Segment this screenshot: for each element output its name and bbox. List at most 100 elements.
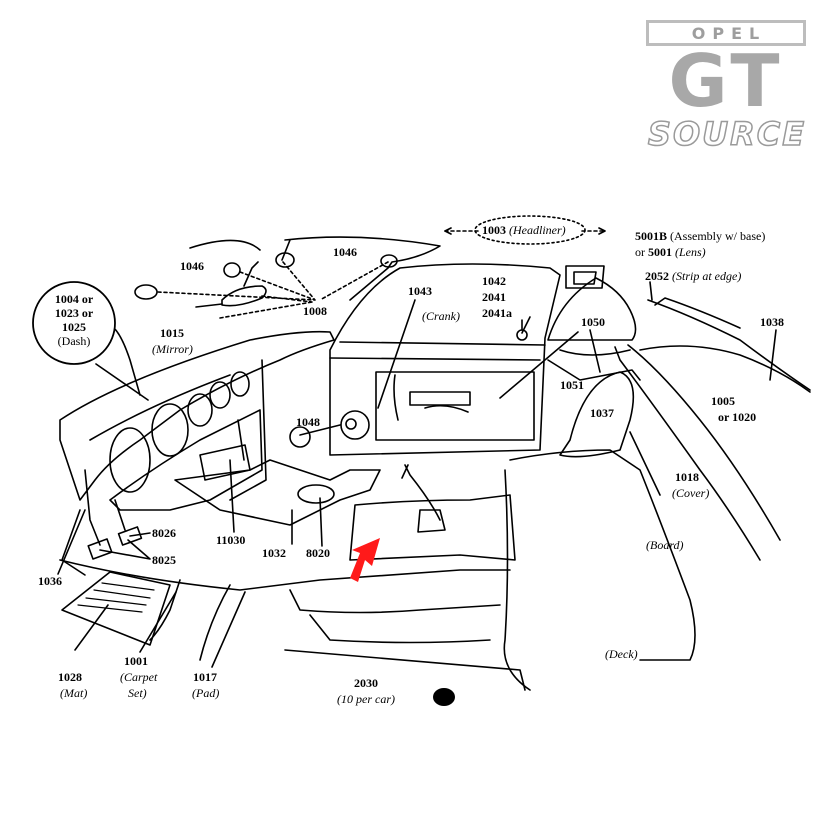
label-1008: 1008 xyxy=(303,304,327,318)
callout-text-run: or xyxy=(635,245,648,259)
seat xyxy=(559,371,635,458)
label-1005: 1005 xyxy=(711,394,735,408)
label-1028: 1028 xyxy=(58,670,82,684)
clip-dot-icon xyxy=(433,688,455,706)
callout-text-run: 1050 xyxy=(581,315,605,329)
callout-text-run: (Crank) xyxy=(422,309,460,323)
dash-line-2: 1023 or xyxy=(54,306,94,320)
callout-text-run: (10 per car) xyxy=(337,692,395,706)
callout-text-run: 1042 xyxy=(482,274,506,288)
callout-text-run: 8026 xyxy=(152,526,176,540)
label-2041a: 2041a xyxy=(482,306,512,320)
callout-text-run: 1003 xyxy=(482,223,506,237)
dash-outline xyxy=(59,330,335,501)
floor-mat xyxy=(61,571,171,646)
label-board: (Board) xyxy=(646,538,684,552)
label-1018: 1018 xyxy=(675,470,699,484)
label-crank: (Crank) xyxy=(422,309,460,323)
callout-text-run: 1046 xyxy=(333,245,357,259)
label-mirror: (Mirror) xyxy=(152,342,193,356)
label-1048: 1048 xyxy=(296,415,320,429)
dash-line-3: 1025 xyxy=(62,320,86,334)
opel-logo-box: OPEL xyxy=(646,20,806,46)
label-pad: (Pad) xyxy=(192,686,219,700)
callout-text-run: 1048 xyxy=(296,415,320,429)
callout-text-run: (Mirror) xyxy=(152,342,193,356)
label-1037: 1037 xyxy=(590,406,614,420)
mirror-shape xyxy=(221,261,267,307)
callout-text-run: 1046 xyxy=(180,259,204,273)
windshield-frame xyxy=(189,236,441,301)
callout-text-run: 2052 xyxy=(645,269,669,283)
dash-callout-circle xyxy=(32,281,116,365)
callout-text-run: 5001 xyxy=(648,245,672,259)
callout-text-run: 2041 xyxy=(482,290,506,304)
label-1015: 1015 xyxy=(160,326,184,340)
callout-text-run: 1017 xyxy=(193,670,217,684)
label-2030: 2030 xyxy=(354,676,378,690)
label-1046-left: 1046 xyxy=(180,259,204,273)
callout-text-run: (Cover) xyxy=(672,486,710,500)
label-11030: 11030 xyxy=(216,533,245,547)
label-1001: 1001 xyxy=(124,654,148,668)
shift-tunnel xyxy=(349,494,516,561)
callout-text-run: (Headliner) xyxy=(506,223,566,237)
callout-text-run: 1015 xyxy=(160,326,184,340)
callout-text-run: (Lens) xyxy=(672,245,706,259)
callout-text-run: 1036 xyxy=(38,574,62,588)
callout-text-run: (Carpet xyxy=(120,670,158,684)
label-8025: 8025 xyxy=(152,553,176,567)
door-panel xyxy=(329,263,561,456)
callout-text-run: (Pad) xyxy=(192,686,220,700)
label-mat: (Mat) xyxy=(60,686,87,700)
label-1038: 1038 xyxy=(760,315,784,329)
label-2052: 2052 (Strip at edge) xyxy=(645,269,741,283)
label-1046-right: 1046 xyxy=(333,245,357,259)
red-arrow-icon xyxy=(350,538,380,582)
label-deck: (Deck) xyxy=(605,647,638,661)
floor xyxy=(59,559,511,591)
label-2041: 2041 xyxy=(482,290,506,304)
dash-line-4: (Dash) xyxy=(57,334,91,348)
callout-text-run: 1043 xyxy=(408,284,432,298)
callout-text-run: Set) xyxy=(128,686,147,700)
callout-text-run: 1008 xyxy=(303,304,327,318)
callout-text-run: 8025 xyxy=(152,553,176,567)
source-logo-text: SOURCE xyxy=(647,115,807,153)
callout-text-run: 1051 xyxy=(560,378,584,392)
headliner-outline xyxy=(474,215,586,245)
callout-text-run: (Board) xyxy=(646,538,684,552)
label-10-per-car: (10 per car) xyxy=(337,692,395,706)
callout-text-run: 2030 xyxy=(354,676,378,690)
label-5001: or 5001 (Lens) xyxy=(635,245,706,259)
center-console xyxy=(174,459,381,526)
label-1043: 1043 xyxy=(408,284,432,298)
dash-callout-text: 1004 or 1023 or 1025 (Dash) xyxy=(40,292,108,348)
label-carpet-2: Set) xyxy=(128,686,147,700)
label-5001b: 5001B (Assembly w/ base) xyxy=(635,229,765,243)
label-cover: (Cover) xyxy=(672,486,709,500)
callout-text-run: 5001B xyxy=(635,229,668,243)
quarter-window xyxy=(547,277,637,341)
label-8026: 8026 xyxy=(152,526,176,540)
callout-text-run: 1001 xyxy=(124,654,148,668)
callout-text-run: or 1020 xyxy=(718,410,757,424)
callout-text-run: 1032 xyxy=(262,546,286,560)
label-1050: 1050 xyxy=(581,315,605,329)
label-1017: 1017 xyxy=(193,670,217,684)
label-8020: 8020 xyxy=(306,546,330,560)
gt-logo-text: GT xyxy=(668,39,784,123)
dash-line-1: 1004 or xyxy=(54,292,94,306)
label-1051: 1051 xyxy=(560,378,584,392)
callout-text-run: 1038 xyxy=(760,315,784,329)
callout-text-run: 1018 xyxy=(675,470,699,484)
label-1032: 1032 xyxy=(262,546,286,560)
callout-text-run: 1005 xyxy=(711,394,735,408)
callout-text-run: (Assembly w/ base) xyxy=(667,229,766,243)
label-carpet-1: (Carpet xyxy=(120,670,157,684)
callout-text-run: (Mat) xyxy=(60,686,88,700)
callout-text-run: 8020 xyxy=(306,546,330,560)
callout-text-run: (Deck) xyxy=(605,647,638,661)
callout-text-run: 2041a xyxy=(482,306,512,320)
